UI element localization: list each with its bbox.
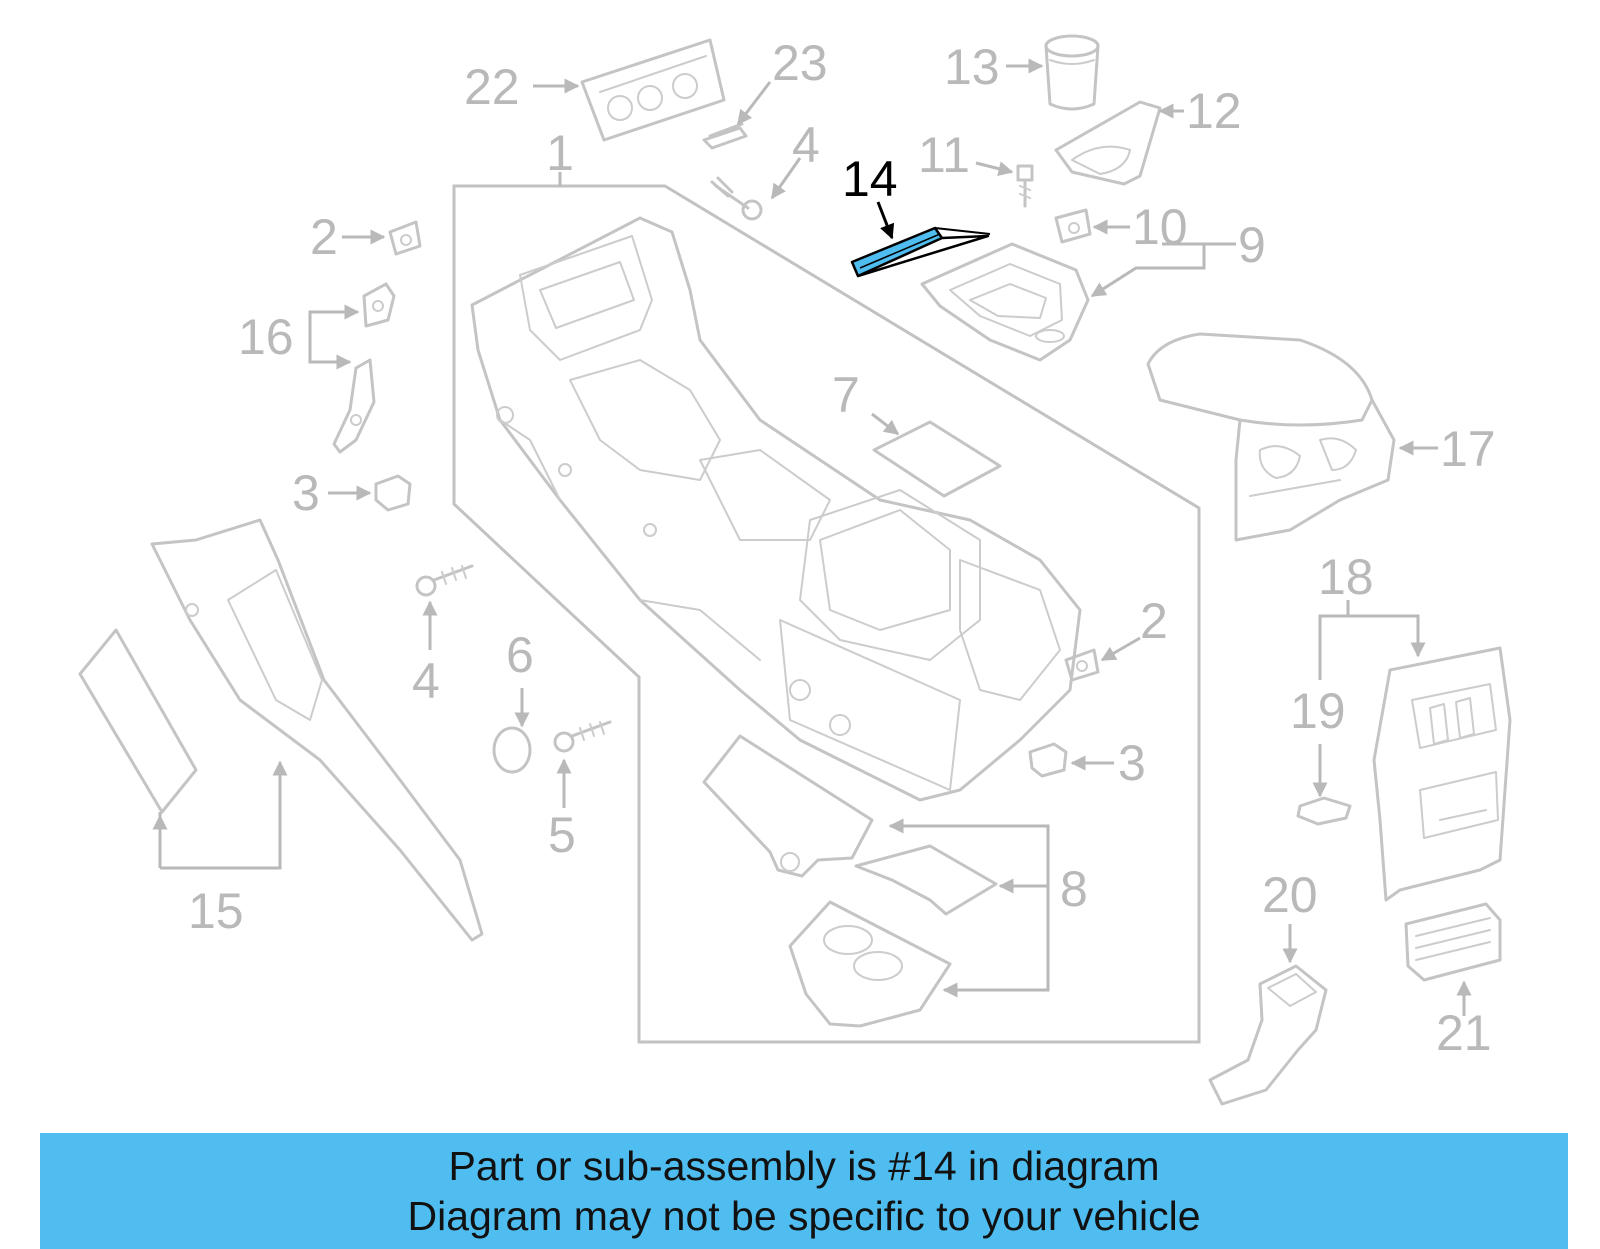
callout-1: 1 — [546, 125, 574, 181]
callout-18: 18 — [1318, 549, 1374, 605]
part-15-side-trim — [78, 518, 484, 942]
part-10-clip — [1054, 208, 1092, 244]
info-banner: Part or sub-assembly is #14 in diagram D… — [40, 1133, 1568, 1249]
part-3-clip-left — [374, 474, 412, 512]
callout-21: 21 — [1436, 1005, 1492, 1061]
part-19-clip — [1296, 796, 1352, 826]
callout-16-bracket — [308, 304, 360, 336]
callout-13: 13 — [944, 39, 1000, 95]
callout-14-leader — [876, 201, 895, 240]
callout-15-bracket — [158, 762, 280, 870]
callout-4-top-leader — [770, 157, 802, 200]
part-2-clip-lower — [1064, 648, 1100, 682]
callout-20: 20 — [1262, 867, 1318, 923]
part-11-bolt — [1016, 164, 1034, 208]
part-8-storage-parts — [702, 734, 998, 1028]
callout-7-leader — [871, 412, 900, 436]
part-4-screw-top — [710, 176, 763, 221]
callout-11: 11 — [918, 127, 970, 183]
callout-2-lower: 2 — [1140, 593, 1168, 649]
callout-3-left: 3 — [292, 465, 320, 521]
part-13-cup-insert — [1044, 34, 1100, 111]
part-20-duct — [1208, 964, 1328, 1106]
part-5-screw — [553, 720, 612, 753]
callout-2-upper: 2 — [310, 209, 338, 265]
banner-line-disclaimer: Diagram may not be specific to your vehi… — [407, 1193, 1201, 1239]
part-23-clip — [702, 122, 748, 150]
callout-4-middle: 4 — [412, 653, 440, 709]
callout-5: 5 — [548, 807, 576, 863]
callout-22: 22 — [464, 59, 520, 115]
callout-9-bracket — [1090, 244, 1206, 298]
callout-12: 12 — [1186, 83, 1242, 139]
part-2-clip-upper — [388, 220, 422, 256]
callout-8: 8 — [1060, 861, 1088, 917]
callout-16: 16 — [238, 309, 294, 365]
callout-4-top: 4 — [792, 117, 820, 173]
callout-6: 6 — [506, 627, 534, 683]
callout-16-bracket-lower — [308, 336, 352, 370]
part-12-trim-cover — [1054, 100, 1162, 186]
part-1-center-console — [470, 216, 1082, 802]
part-3-clip-right — [1028, 742, 1068, 778]
callout-18-bracket — [1318, 614, 1426, 680]
part-17-armrest — [1146, 332, 1396, 542]
callout-11-leader — [975, 161, 1014, 177]
callout-15: 15 — [188, 883, 244, 939]
callout-8-lower — [942, 886, 1050, 998]
banner-line-part-number: Part or sub-assembly is #14 in diagram — [448, 1143, 1160, 1189]
callout-19: 19 — [1290, 683, 1346, 739]
callout-8-bracket — [888, 818, 1050, 886]
part-21-outlet — [1404, 902, 1502, 982]
callout-7: 7 — [832, 367, 860, 423]
part-22-switch-panel — [580, 38, 726, 142]
part-16-brackets — [332, 282, 396, 454]
part-4-screw-middle — [415, 564, 474, 597]
assembly-frame — [452, 184, 1201, 1044]
part-18-rear-vent — [1372, 646, 1512, 902]
callout-23: 23 — [772, 35, 828, 91]
callout-3-right: 3 — [1118, 735, 1146, 791]
callout-2-lower-leader — [1100, 636, 1141, 662]
callout-23-leader — [736, 81, 772, 126]
callout-9: 9 — [1238, 217, 1266, 273]
callout-14[interactable]: 14 — [842, 151, 898, 207]
part-7-mat — [872, 420, 1002, 498]
callout-17: 17 — [1440, 421, 1496, 477]
part-14-highlighted — [850, 226, 991, 278]
part-9-upper-cover — [920, 242, 1090, 362]
part-6-plug — [492, 726, 532, 774]
callout-10: 10 — [1132, 199, 1188, 255]
